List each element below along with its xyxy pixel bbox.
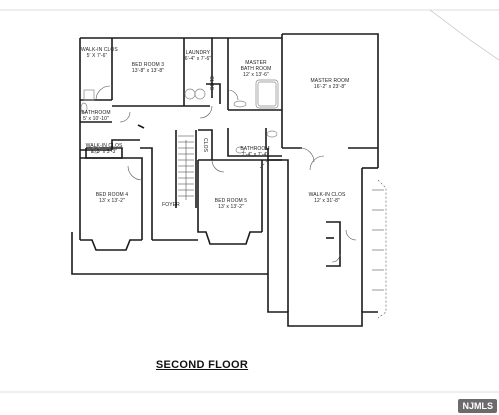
room-name: BED ROOM 5: [214, 198, 248, 204]
room-label-bed-room-3: BED ROOM 3 13'-8" x 13'-8": [112, 62, 184, 74]
room-name: BED ROOM 4: [95, 192, 129, 198]
room-name: WALK-IN CLOS: [81, 47, 118, 53]
room-name: FOYER: [162, 202, 180, 208]
closet-label-a: CLOS: [208, 75, 214, 91]
room-name: MASTER ROOM: [310, 78, 350, 84]
room-label-bathroom-left: BATHROOM 5' x 10'-10": [78, 110, 114, 122]
room-label-walkin-closet-mid: WALK-IN CLOS 8'-2" x 3'-3": [84, 143, 124, 155]
room-label-walkin-closet-big: WALK-IN CLOS 12' x 31'-8": [292, 192, 362, 204]
room-name: LAUNDRY: [185, 50, 211, 56]
room-name: BATHROOM: [240, 146, 270, 152]
room-dims: 6'-4" x 7'-6": [184, 56, 212, 62]
room-dims: 13' x 13'-2": [218, 204, 244, 210]
room-name-line2: BATH ROOM: [240, 66, 272, 72]
room-dims: 16'-2" x 23'-8": [313, 84, 347, 90]
thin-lines: [95, 85, 387, 319]
room-label-bed-room-4: BED ROOM 4 13' x 13'-2": [82, 192, 142, 204]
room-dims: 5' X 7'-6": [86, 53, 108, 59]
room-dims: 13' x 13'-2": [99, 198, 125, 204]
room-label-foyer: FOYER: [156, 202, 186, 208]
room-name: BED ROOM 3: [131, 62, 165, 68]
room-dims: 12' x 31'-8": [314, 198, 340, 204]
room-name: MASTER: [245, 60, 267, 66]
room-label-bed-room-5: BED ROOM 5 13' x 13'-2": [200, 198, 262, 210]
room-name: WALK-IN CLOS: [85, 143, 123, 149]
room-label-bathroom-mid: BATHROOM 7'-4" x 7'-4": [234, 146, 276, 158]
room-label-laundry: LAUNDRY 6'-4" x 7'-6": [184, 50, 212, 62]
room-dims: 7'-4" x 7'-4": [241, 152, 269, 158]
walls: [71, 33, 379, 327]
room-name: WALK-IN CLOS: [308, 192, 346, 198]
room-label-master-room: MASTER ROOM 16'-2" x 23'-8": [282, 78, 378, 90]
room-dims: 12' x 13'-6": [243, 72, 269, 78]
room-label-master-bath: MASTER BATH ROOM 12' x 13'-6": [230, 60, 282, 78]
room-dims: 13'-8" x 13'-8": [131, 68, 165, 74]
watermark-badge: NJMLS: [458, 399, 497, 413]
closet-label-b: CLOS: [202, 137, 208, 153]
fixtures: [80, 79, 279, 154]
page-frame: [0, 9, 499, 393]
floor-title: SECOND FLOOR: [155, 359, 249, 371]
room-dims: 5' x 10'-10": [83, 116, 109, 122]
room-name: BATHROOM: [81, 110, 111, 116]
room-dims: 8'-2" x 3'-3": [90, 149, 118, 155]
room-label-walkin-closet-top: WALK-IN CLOS 5' X 7'-6": [81, 47, 118, 59]
